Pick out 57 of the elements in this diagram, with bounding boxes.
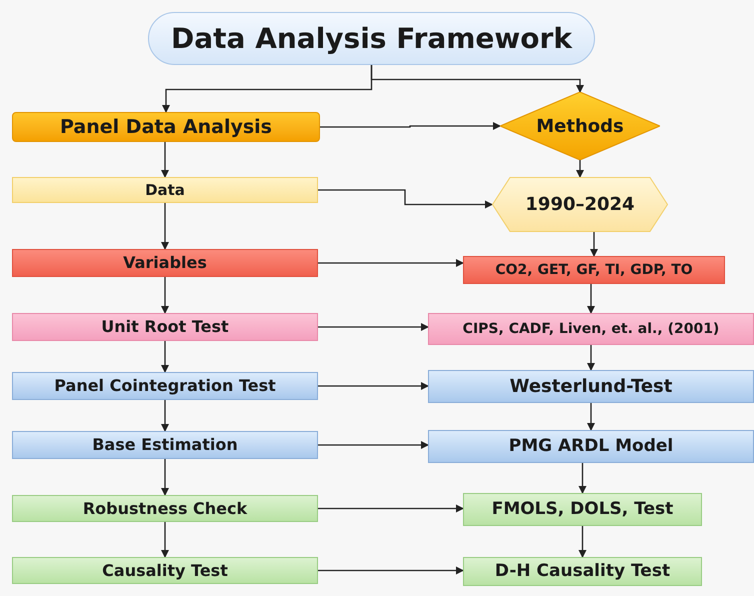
arrow <box>370 65 584 93</box>
title-pill <box>148 12 595 65</box>
node-label: 1990–2024 <box>525 193 635 217</box>
process-box <box>463 256 725 284</box>
node-label: Variables <box>123 252 207 274</box>
node-label: Data <box>145 180 185 201</box>
node-label: Base Estimation <box>92 434 238 456</box>
process-box <box>428 370 754 403</box>
arrow <box>320 122 501 130</box>
process-box <box>428 313 754 345</box>
process-box <box>12 112 320 142</box>
node-label: D-H Causality Test <box>494 560 670 583</box>
arrow <box>318 323 429 331</box>
arrow <box>161 459 169 496</box>
node-label: CIPS, CADF, Liven, et. al., (2001) <box>462 320 720 338</box>
node-label: Panel Cointegration Test <box>54 375 276 397</box>
arrow <box>161 203 169 250</box>
decision-diamond <box>500 92 660 160</box>
arrow <box>587 345 595 371</box>
arrow <box>318 441 429 449</box>
process-box <box>12 495 318 522</box>
node-label: FMOLS, DOLS, Test <box>492 498 674 521</box>
arrow <box>318 566 464 574</box>
process-box <box>12 557 318 584</box>
node-label: Methods <box>536 114 624 138</box>
process-box <box>12 249 318 277</box>
arrow <box>161 277 169 314</box>
process-box <box>428 430 754 463</box>
arrow <box>587 403 595 431</box>
arrow <box>161 341 169 373</box>
arrow <box>318 504 464 512</box>
process-box <box>12 372 318 400</box>
process-box <box>463 493 702 526</box>
arrow <box>590 232 598 257</box>
node-label: Robustness Check <box>82 498 248 520</box>
node-label: PMG ARDL Model <box>508 434 674 458</box>
node-label: Unit Root Test <box>101 316 229 338</box>
process-box <box>12 177 318 203</box>
process-box <box>463 557 702 586</box>
node-label: Data Analysis Framework <box>171 20 572 56</box>
arrow <box>318 189 493 208</box>
arrow <box>578 463 586 494</box>
hexagon-box <box>492 177 668 232</box>
arrow <box>318 259 464 267</box>
node-label: Westerlund-Test <box>510 375 672 399</box>
node-label: Panel Data Analysis <box>60 114 272 140</box>
node-label: Causality Test <box>102 560 228 582</box>
process-box <box>12 431 318 459</box>
arrow <box>587 284 595 314</box>
node-label: CO2, GET, GF, TI, GDP, TO <box>495 260 693 280</box>
process-box <box>12 313 318 341</box>
arrow <box>161 522 169 558</box>
arrow <box>318 382 429 390</box>
arrow <box>161 142 169 178</box>
arrow <box>161 400 169 432</box>
arrow <box>578 526 586 558</box>
arrow <box>576 160 584 178</box>
